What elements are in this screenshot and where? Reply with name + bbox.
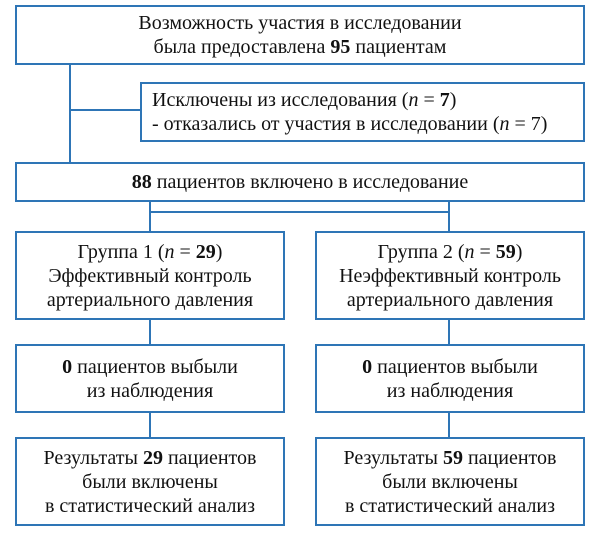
text-segment: пациентов <box>462 446 557 469</box>
text-segment: пациентам <box>350 36 447 58</box>
bold-number: 59 <box>442 446 463 469</box>
box-line: в статистический анализ <box>45 494 255 518</box>
text-segment: = 7) <box>509 113 548 135</box>
bold-number: 95 <box>330 36 351 58</box>
italic-symbol: n <box>164 240 175 263</box>
bold-number: 29 <box>142 446 163 469</box>
box-line: была предоставлена 95 пациентам <box>154 35 447 59</box>
italic-symbol: n <box>499 113 510 135</box>
text-segment: пациентов <box>162 446 257 469</box>
text-segment: Группа 2 ( <box>377 240 465 263</box>
box-line: - отказались от участия в исследовании (… <box>152 112 547 136</box>
text-segment: ) <box>449 89 457 111</box>
text-segment: ) <box>215 240 223 263</box>
text-segment: Исключены из исследования ( <box>152 89 409 111</box>
text-segment: Неэффективный контроль <box>339 264 561 287</box>
box-line: 0 пациентов выбыли <box>362 355 538 379</box>
text-segment: артериального давления <box>346 288 554 311</box>
text-segment: пациентов включено в исследование <box>151 171 469 193</box>
text-segment: = <box>174 240 196 263</box>
box-line: в статистический анализ <box>345 494 555 518</box>
text-segment: Эффективный контроль <box>48 264 252 287</box>
box-line: были включены <box>82 470 218 494</box>
text-segment: были включены <box>382 470 518 493</box>
italic-symbol: n <box>408 89 419 111</box>
text-segment: из наблюдения <box>86 379 214 402</box>
box-line: 88 пациентов включено в исследование <box>132 170 468 194</box>
box-line: Исключены из исследования (n = 7) <box>152 88 456 112</box>
bold-number: 59 <box>495 240 516 263</box>
box-line: из наблюдения <box>387 379 513 403</box>
box-line: были включены <box>382 470 518 494</box>
box-line: Возможность участия в исследовании <box>138 11 461 35</box>
bold-number: 7 <box>439 89 450 111</box>
text-segment: Группа 1 ( <box>77 240 165 263</box>
text-segment: из наблюдения <box>386 379 514 402</box>
text-segment: = <box>474 240 496 263</box>
box-line: Результаты 29 пациентов <box>44 446 257 470</box>
box-line: артериального давления <box>47 288 253 312</box>
box-line: Результаты 59 пациентов <box>344 446 557 470</box>
text-segment: в статистический анализ <box>344 494 556 517</box>
box-line: артериального давления <box>347 288 553 312</box>
text-segment: в статистический анализ <box>44 494 256 517</box>
text-segment: была предоставлена <box>153 36 331 58</box>
box-line: 0 пациентов выбыли <box>62 355 238 379</box>
text-segment: пациентов выбыли <box>372 355 538 378</box>
box-line: из наблюдения <box>87 379 213 403</box>
bold-number: 0 <box>62 355 73 378</box>
text-segment: Возможность участия в исследовании <box>138 12 462 34</box>
included-box: 88 пациентов включено в исследование <box>15 162 585 202</box>
text-segment: = <box>418 89 440 111</box>
bold-number: 29 <box>195 240 216 263</box>
text-segment: Результаты <box>343 446 443 469</box>
text-segment: - отказались от участия в исследовании ( <box>152 113 500 135</box>
text-segment: пациентов выбыли <box>72 355 238 378</box>
text-segment: артериального давления <box>46 288 254 311</box>
bold-number: 0 <box>362 355 373 378</box>
text-segment: были включены <box>82 470 218 493</box>
box-line: Неэффективный контроль <box>339 264 561 288</box>
bold-number: 88 <box>131 171 152 193</box>
text-segment: ) <box>515 240 523 263</box>
box-line: Эффективный контроль <box>48 264 251 288</box>
box-line: Группа 2 (n = 59) <box>378 240 523 264</box>
box-line: Группа 1 (n = 29) <box>78 240 223 264</box>
excluded-box: Исключены из исследования (n = 7)- отказ… <box>140 82 585 142</box>
italic-symbol: n <box>464 240 475 263</box>
text-segment: Результаты <box>43 446 143 469</box>
